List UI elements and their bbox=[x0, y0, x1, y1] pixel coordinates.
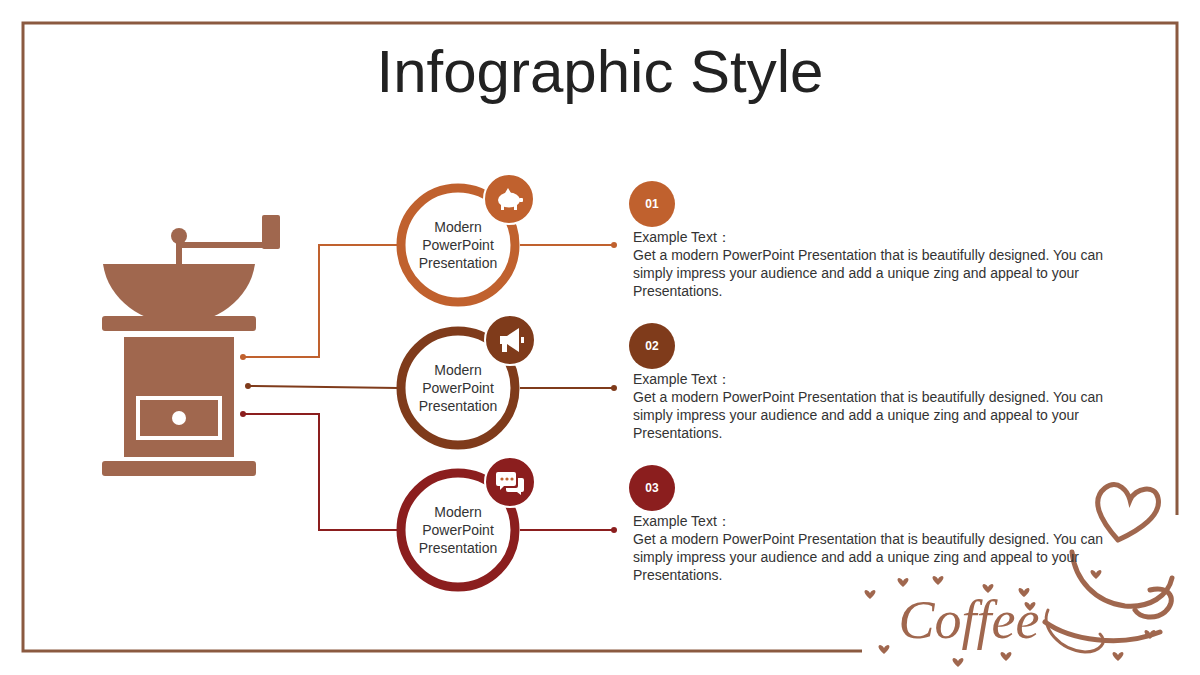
ring-label: Modern PowerPoint Presentation bbox=[410, 361, 506, 415]
chat-icon bbox=[496, 472, 516, 490]
heart bbox=[865, 590, 876, 599]
icon-badge bbox=[485, 315, 535, 365]
pig-icon bbox=[505, 188, 511, 193]
grinder-plate bbox=[102, 316, 256, 331]
item-body: Get a modern PowerPoint Presentation tha… bbox=[633, 246, 1123, 300]
badge-icon bbox=[496, 472, 524, 495]
badge-icon bbox=[498, 188, 523, 210]
chat-icon bbox=[506, 478, 524, 495]
number-badge: 01 bbox=[629, 181, 675, 227]
heart bbox=[1001, 652, 1012, 661]
leader-dot bbox=[245, 383, 251, 389]
chat-dot bbox=[505, 477, 508, 480]
leader-line bbox=[520, 387, 614, 389]
heart bbox=[898, 578, 909, 587]
grinder-bowl bbox=[103, 264, 255, 324]
callout-number: 01 bbox=[645, 197, 658, 211]
number-badge: 02 bbox=[629, 323, 675, 369]
saucer-swirl bbox=[1046, 610, 1103, 652]
ring-node: Modern PowerPoint Presentation bbox=[396, 468, 520, 592]
megaphone-icon bbox=[521, 337, 524, 343]
leader-line bbox=[243, 245, 398, 357]
slide-title: Infographic Style bbox=[0, 34, 1200, 110]
leader-line bbox=[248, 386, 398, 388]
pig-icon bbox=[514, 205, 517, 210]
item-body: Get a modern PowerPoint Presentation tha… bbox=[633, 388, 1123, 442]
item-heading: Example Text： bbox=[633, 370, 1123, 388]
ring-text-box: Modern PowerPoint Presentation bbox=[410, 218, 506, 272]
leader-dot bbox=[611, 385, 617, 391]
number-badge: 03 bbox=[629, 465, 675, 511]
pig-icon bbox=[519, 198, 523, 202]
steam-heart bbox=[1098, 485, 1159, 540]
cup-body bbox=[1072, 552, 1172, 606]
icon-badge bbox=[484, 174, 534, 224]
coffee-cup-decoration bbox=[1045, 485, 1172, 652]
coffee-grinder bbox=[102, 215, 280, 476]
megaphone-icon bbox=[502, 344, 507, 352]
chat-dot bbox=[510, 477, 513, 480]
badge-icon bbox=[500, 328, 524, 352]
grinder-base bbox=[102, 461, 256, 476]
ring-label: Modern PowerPoint Presentation bbox=[410, 503, 506, 557]
grinder-arm bbox=[179, 242, 275, 248]
grinder-drawer bbox=[138, 398, 220, 438]
callout-number: 03 bbox=[645, 481, 658, 495]
item-heading: Example Text： bbox=[633, 512, 1123, 530]
megaphone-icon bbox=[500, 328, 519, 352]
cup-handle bbox=[1135, 589, 1171, 617]
ring-text-box: Modern PowerPoint Presentation bbox=[410, 361, 506, 415]
leader-line bbox=[520, 529, 614, 531]
leader-dot bbox=[611, 242, 617, 248]
leader-line bbox=[520, 244, 614, 246]
heart bbox=[1113, 652, 1124, 661]
grinder-knob bbox=[171, 228, 187, 244]
ring-node: Modern PowerPoint Presentation bbox=[396, 326, 520, 450]
ring-label: Modern PowerPoint Presentation bbox=[410, 218, 506, 272]
heart bbox=[933, 576, 944, 585]
leader-dot bbox=[240, 354, 246, 360]
item-heading: Example Text： bbox=[633, 228, 1123, 246]
leader-line bbox=[243, 414, 398, 530]
coffee-hearts bbox=[865, 570, 1156, 667]
heart bbox=[1145, 630, 1156, 639]
ring-node: Modern PowerPoint Presentation bbox=[396, 183, 520, 307]
icon-badge bbox=[485, 457, 535, 507]
item-body: Get a modern PowerPoint Presentation tha… bbox=[633, 530, 1123, 584]
heart bbox=[879, 645, 890, 654]
leader-dot bbox=[611, 527, 617, 533]
coffee-watermark: Coffee bbox=[884, 588, 1054, 652]
heart bbox=[1091, 570, 1102, 579]
chat-dot bbox=[500, 477, 503, 480]
slide-frame bbox=[23, 23, 1177, 651]
callout-number: 02 bbox=[645, 339, 658, 353]
grinder-body bbox=[124, 337, 234, 457]
ring-text-box: Modern PowerPoint Presentation bbox=[410, 503, 506, 557]
pig-icon bbox=[501, 205, 504, 210]
leader-dot bbox=[240, 411, 246, 417]
drawer-knob bbox=[172, 411, 186, 425]
heart bbox=[953, 658, 964, 667]
grinder-handle bbox=[262, 215, 280, 249]
